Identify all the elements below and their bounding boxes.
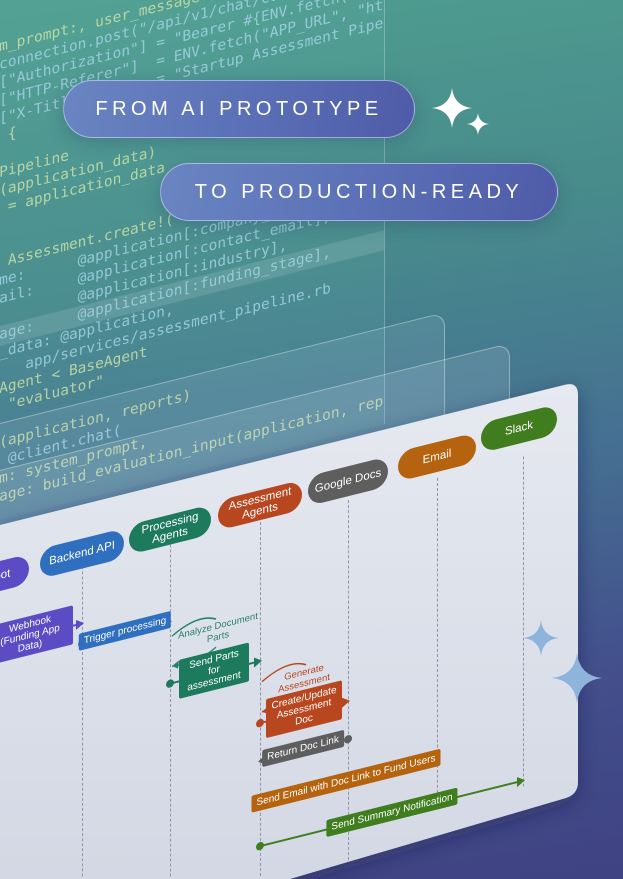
message-label: Trigger processing	[83, 615, 167, 647]
arrowhead-icon	[254, 655, 262, 668]
sparkle-icon-blue-large	[552, 653, 602, 703]
message-label: Webhook (Funding App Data)	[0, 613, 60, 656]
participant-label: Backend API	[49, 539, 115, 568]
arrowhead-icon	[517, 774, 525, 787]
sparkle-icon-blue-small	[523, 620, 559, 656]
sparkle-icon-small	[467, 113, 489, 135]
participant-label: Processing Agents	[141, 510, 199, 547]
headline-line-1: FROM AI PROTOTYPE	[95, 97, 383, 120]
arrowhead-icon	[342, 695, 350, 708]
lifeline-processing-agents	[170, 544, 171, 877]
lifeline-google-docs	[348, 499, 349, 861]
participant-label: HubSpot	[0, 567, 11, 591]
participant-label: Slack	[504, 419, 534, 439]
message-label: Send Parts for assessment	[187, 647, 241, 694]
participant-label: Google Docs	[314, 466, 382, 496]
sparkle-icon-large	[432, 88, 472, 128]
participant-label: Email	[422, 447, 452, 467]
start-dot-icon	[256, 717, 264, 728]
sequence-diagram: HubSpot Backend API Processing Agents As…	[0, 381, 578, 879]
start-dot-icon	[166, 678, 174, 689]
lifeline-backend-api	[82, 566, 83, 877]
headline-line-2: TO PRODUCTION-READY	[194, 180, 524, 203]
participant-google-docs: Google Docs	[308, 456, 388, 507]
start-dot-icon	[344, 734, 352, 745]
arrowhead-icon	[76, 617, 84, 630]
headline-pill-2: TO PRODUCTION-READY	[160, 163, 558, 221]
participant-label: Assessment Agents	[228, 485, 292, 522]
message-trigger-processing: Trigger processing	[78, 610, 172, 651]
message-label: Return Doc Link	[267, 734, 339, 763]
participant-slack: Slack	[481, 404, 557, 454]
message-webhook: Webhook (Funding App Data)	[0, 605, 73, 666]
headline-pill-1: FROM AI PROTOTYPE	[63, 80, 415, 138]
participant-email: Email	[398, 432, 476, 482]
participant-hubspot: HubSpot	[0, 553, 29, 605]
